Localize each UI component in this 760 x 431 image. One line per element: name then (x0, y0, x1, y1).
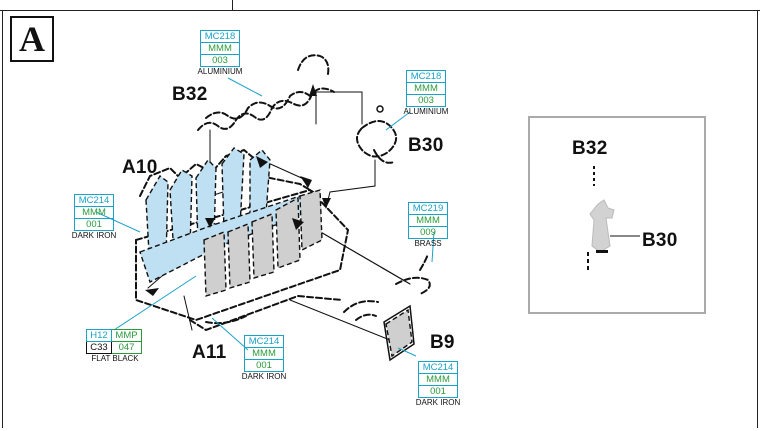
detail-inset (528, 116, 706, 314)
paint-number: 001 (418, 386, 458, 398)
paint-name: ALUMINIUM (197, 67, 243, 76)
step-letter-box: A (10, 16, 54, 62)
paint-name: FLAT BLACK (91, 354, 139, 363)
inset-label-b30: B30 (642, 230, 678, 251)
part-label-b32: B32 (172, 84, 208, 105)
arrow-right-bracket (322, 198, 331, 208)
paint-series: MMM (418, 374, 458, 386)
part-a10-fin-5 (249, 149, 271, 222)
step-frame (2, 10, 758, 428)
part-label-a10: A10 (122, 157, 158, 178)
paint-code: MC214 (418, 361, 458, 374)
arrow-down-left (205, 218, 215, 228)
paint-number: 009 (408, 227, 448, 239)
part-label-b30: B30 (408, 135, 444, 156)
paint-tag-h12-right: MMP 047 (112, 329, 142, 354)
inset-drawing (587, 166, 640, 272)
part-b30-valve (356, 120, 398, 158)
paint-name: DARK IRON (415, 398, 461, 407)
part-label-a11: A11 (192, 342, 227, 363)
paint-series: MMM (244, 348, 284, 360)
arrow-to-cyl (292, 218, 304, 230)
paint-name: DARK IRON (71, 231, 117, 240)
part-cylinder-2 (227, 222, 251, 289)
paint-code: MC218 (406, 70, 446, 83)
inset-valve-shape (589, 199, 615, 253)
paint-code: MC214 (244, 335, 284, 348)
part-label-b9: B9 (430, 332, 455, 353)
paint-series: MMM (406, 83, 446, 95)
part-b9 (383, 304, 415, 362)
part-a11-plate (189, 294, 343, 332)
paint-tag-mc218-top: MC218 MMM 003 ALUMINIUM (198, 30, 242, 77)
paint-code: MC214 (74, 194, 114, 207)
paint-tag-h12-left: H12 C33 (86, 329, 112, 354)
part-a10-fin-4 (221, 147, 245, 231)
arrow-to-a10 (145, 288, 159, 296)
part-cylinder-4 (275, 196, 301, 269)
paint-name: BRASS (414, 239, 442, 248)
paint-number: 047 (112, 342, 142, 354)
paint-series: MMM (408, 215, 448, 227)
arrow-to-block (300, 176, 312, 188)
part-b32-pipe (197, 87, 335, 131)
part-cylinder-5 (299, 189, 323, 252)
part-a10-outline (135, 188, 350, 322)
paint-name: DARK IRON (241, 372, 287, 381)
top-rule-separator (232, 0, 233, 10)
paint-series: MMP (112, 329, 142, 342)
part-b9-fill (385, 308, 413, 358)
paint-code: MC219 (408, 202, 448, 215)
arrow-to-fin (256, 156, 268, 168)
paint-number: 003 (406, 95, 446, 107)
arrow-b32-up (309, 84, 317, 96)
top-rule (0, 0, 760, 11)
paint-tag-mc219: MC219 MMM 009 BRASS (408, 202, 448, 249)
paint-name: ALUMINIUM (403, 107, 449, 116)
paint-tag-mc218-right: MC218 MMM 003 ALUMINIUM (404, 70, 448, 117)
paint-number: 001 (244, 360, 284, 372)
paint-number: 001 (74, 219, 114, 231)
paint-tag-mc214-b9: MC214 MMM 001 DARK IRON (416, 361, 460, 408)
part-cylinder-1 (203, 230, 227, 297)
part-cylinder-3 (251, 212, 275, 279)
paint-tag-mc214-bottom: MC214 MMM 001 DARK IRON (242, 335, 286, 382)
paint-series: MMM (74, 207, 114, 219)
inset-label-b32: B32 (572, 138, 608, 159)
paint-code-b: C33 (86, 342, 112, 354)
paint-code-a: H12 (86, 329, 112, 342)
paint-code: MC218 (200, 30, 240, 43)
paint-tag-mc214-left: MC214 MMM 001 DARK IRON (72, 194, 116, 241)
paint-tag-h12-grid: H12 C33 MMP 047 (86, 329, 144, 354)
paint-tag-h12-c33: H12 C33 MMP 047 FLAT BLACK (86, 329, 144, 364)
paint-number: 003 (200, 55, 240, 67)
paint-series: MMM (200, 43, 240, 55)
